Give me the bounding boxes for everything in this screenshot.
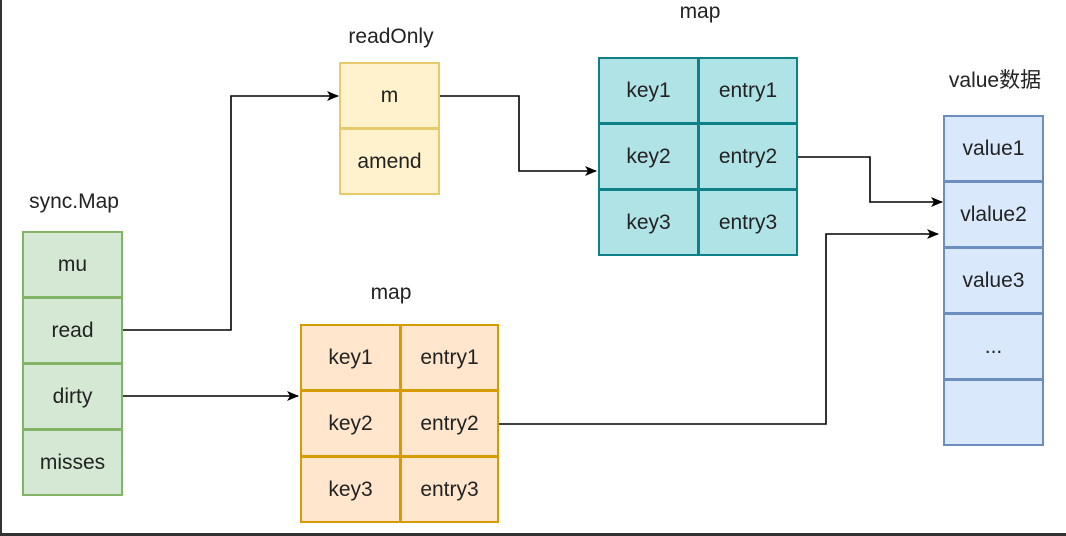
dirty-map-table: key1 entry1 key2 entry2 key3 entry3 [300,324,499,523]
read-map-entry-3: entry3 [698,189,798,256]
read-map-table: key1 entry1 key2 entry2 key3 entry3 [598,57,798,256]
read-map-key-3: key3 [598,189,699,256]
read-map-entry-2: entry2 [698,123,798,190]
bottom-border [0,533,1066,536]
readonly-field-amend: amend [339,128,440,195]
value-item-empty [943,379,1044,446]
value-item-3: value3 [943,247,1044,314]
values-column: value1 vlalue2 value3 ... [943,115,1044,446]
read-map-entry-1: entry1 [698,57,798,124]
readonly-title: readOnly [348,25,434,48]
readonly-block: m amend [339,62,440,195]
read-map-title: map [679,0,721,23]
read-map-key-2: key2 [598,123,699,190]
syncmap-field-mu: mu [22,231,123,298]
value-item-2: vlalue2 [943,181,1044,248]
dirty-map-key-1: key1 [300,324,401,391]
value-item-1: value1 [943,115,1044,182]
syncmap-field-misses: misses [22,429,123,496]
values-title: value数据 [948,69,1042,92]
syncmap-block: mu read dirty misses [22,231,123,496]
syncmap-field-read: read [22,297,123,364]
arrow-read-entry2-to-value2 [798,156,943,207]
arrow-read-to-readonly [123,91,339,331]
dirty-map-title: map [370,281,412,304]
dirty-map-entry-3: entry3 [400,456,499,523]
read-map-key-1: key1 [598,57,699,124]
arrow-m-to-map [440,95,597,176]
value-item-ellipsis: ... [943,313,1044,380]
dirty-map-entry-1: entry1 [400,324,499,391]
syncmap-field-dirty: dirty [22,363,123,430]
dirty-map-key-3: key3 [300,456,401,523]
dirty-map-entry-2: entry2 [400,390,499,457]
readonly-field-m: m [339,62,440,129]
arrow-dirty-entry2-to-value2 [498,229,939,425]
left-border [0,0,2,536]
syncmap-title: sync.Map [29,190,119,213]
dirty-map-key-2: key2 [300,390,401,457]
